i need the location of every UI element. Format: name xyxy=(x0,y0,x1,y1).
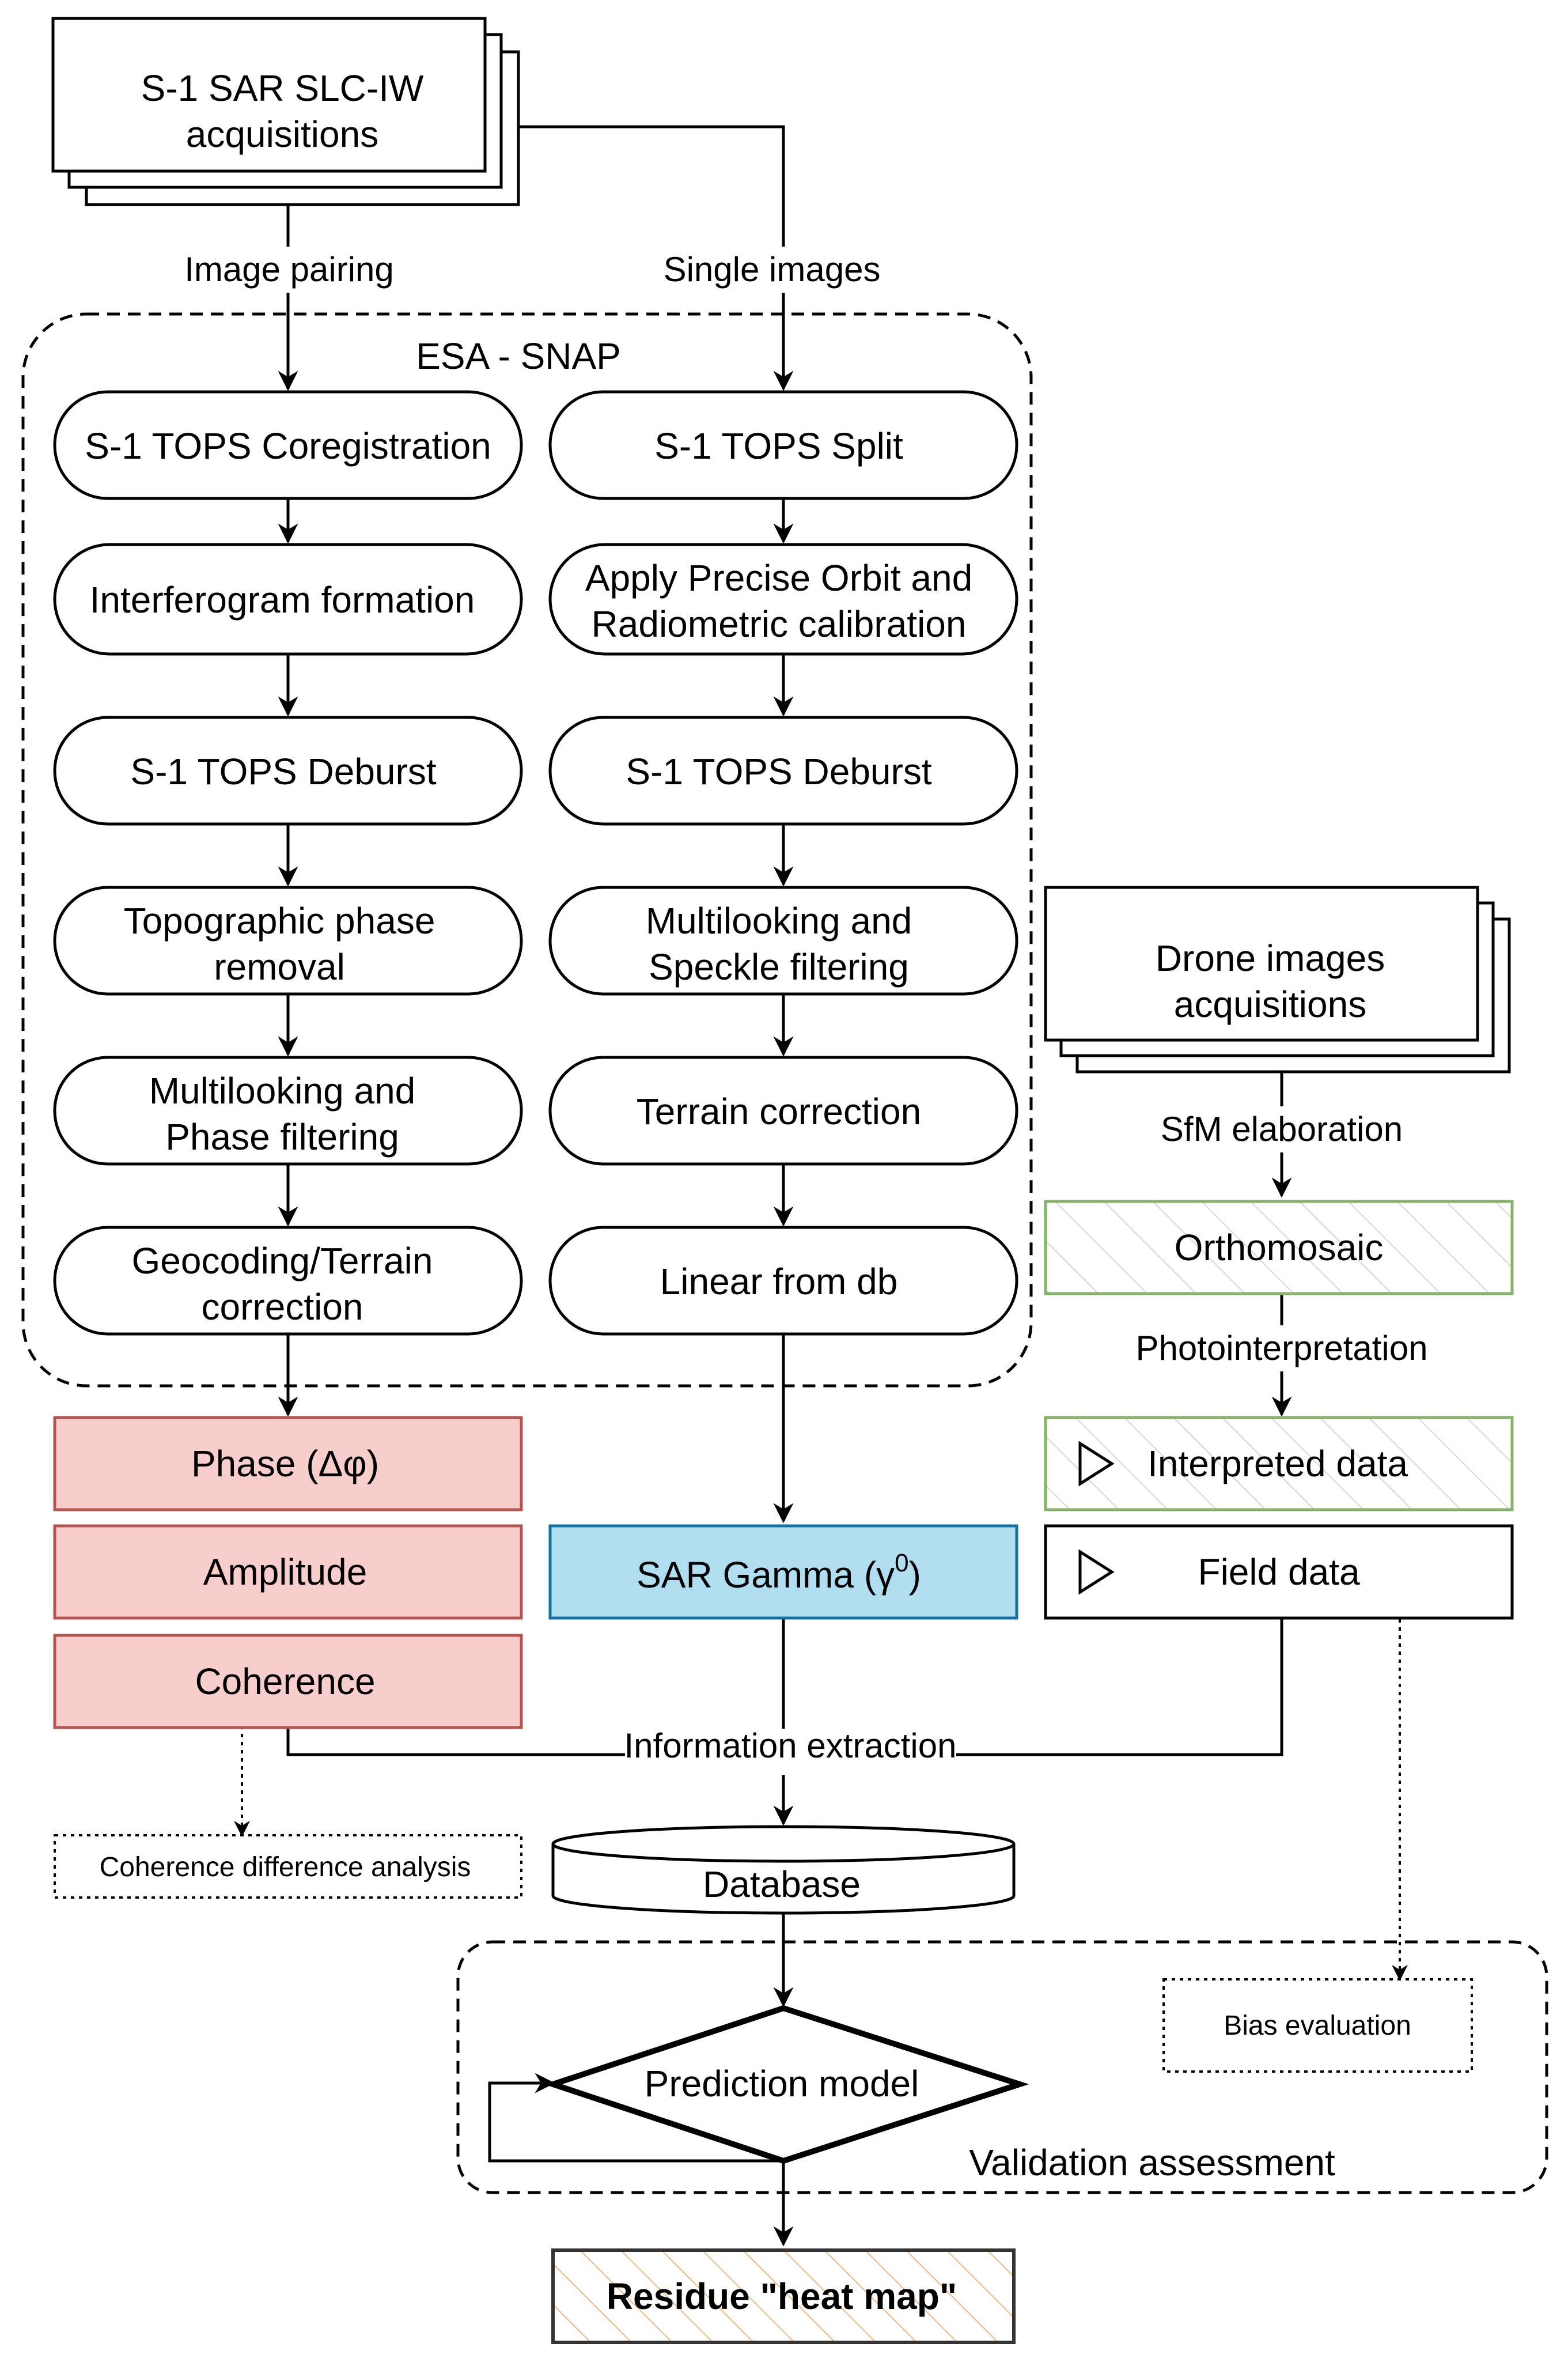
sar-gamma-text: SAR Gamma (γ xyxy=(637,1554,895,1596)
edge-prediction-loop xyxy=(488,2073,783,2163)
play-triangle-icon xyxy=(1078,1549,1115,1595)
label-photointerpretation-group: Photointerpretation xyxy=(1135,1325,1428,1371)
node-multilooking-speckle-filtering: Multilooking and Speckle filtering xyxy=(548,886,1018,996)
node-bias-evaluation-label: Bias evaluation xyxy=(1224,2010,1411,2041)
node-tops-deburst-left: S-1 TOPS Deburst xyxy=(53,716,523,826)
node-linear-from-db: Linear from db xyxy=(548,1226,1018,1336)
node-prediction-model-label: Prediction model xyxy=(645,2063,919,2104)
node-residue-heat-map: Residue "heat map" xyxy=(551,2248,1016,2344)
node-field-data-label: Field data xyxy=(1198,1551,1359,1593)
sar-acquisitions-line-2: acquisitions xyxy=(186,114,378,155)
drone-acquisitions-node: Drone images acquisitions xyxy=(1044,886,1511,1074)
node-sar-gamma-label: SAR Gamma (γ0) xyxy=(637,1549,921,1596)
drone-acquisitions-line-2: acquisitions xyxy=(1174,984,1366,1025)
validation-group xyxy=(456,1940,1548,2194)
label-image-pairing-group: Image pairing xyxy=(183,247,395,293)
node-topographic-phase-removal: Topographic phase removal xyxy=(53,886,523,996)
node-tops-split-label: S-1 TOPS Split xyxy=(654,425,903,467)
node-phase: Phase (Δφ) xyxy=(53,1416,523,1511)
node-tops-coregistration-label: S-1 TOPS Coregistration xyxy=(85,425,491,467)
label-single-images-group: Single images xyxy=(660,247,884,293)
node-multilooking-phase-filtering: Multilooking and Phase filtering xyxy=(53,1056,523,1166)
node-precise-orbit-calibration-line-2: Radiometric calibration xyxy=(592,603,967,645)
node-bias-evaluation: Bias evaluation xyxy=(1162,1978,1473,2073)
node-multilooking-speckle-filtering-line-2: Speckle filtering xyxy=(649,946,909,988)
node-tops-deburst-right: S-1 TOPS Deburst xyxy=(548,716,1018,826)
sar-gamma-superscript: 0 xyxy=(895,1549,908,1577)
node-phase-label: Phase (Δφ) xyxy=(191,1443,379,1484)
drone-acquisitions-line-1: Drone images xyxy=(1156,938,1385,979)
node-multilooking-phase-filtering-line-1: Multilooking and xyxy=(149,1070,416,1112)
node-tops-split: S-1 TOPS Split xyxy=(548,390,1018,500)
node-linear-from-db-label: Linear from db xyxy=(660,1261,898,1302)
node-coherence: Coherence xyxy=(53,1634,523,1729)
node-tops-deburst-right-label: S-1 TOPS Deburst xyxy=(626,751,931,792)
node-tops-coregistration: S-1 TOPS Coregistration xyxy=(53,390,523,500)
node-amplitude-label: Amplitude xyxy=(203,1551,368,1593)
node-orthomosaic: Orthomosaic xyxy=(1044,1200,1514,1295)
node-coherence-difference-analysis-label: Coherence difference analysis xyxy=(100,1852,471,1883)
label-single-images: Single images xyxy=(664,250,881,289)
sar-acquisitions-line-1: S-1 SAR SLC-IW xyxy=(141,67,424,109)
node-interpreted-data-label: Interpreted data xyxy=(1147,1443,1408,1484)
node-multilooking-phase-filtering-line-2: Phase filtering xyxy=(165,1116,399,1158)
label-information-extraction: Information extraction xyxy=(624,1726,957,1765)
node-coherence-difference-analysis: Coherence difference analysis xyxy=(54,1834,522,1899)
node-precise-orbit-calibration: Apply Precise Orbit and Radiometric cali… xyxy=(548,543,1018,656)
node-precise-orbit-calibration-line-1: Apply Precise Orbit and xyxy=(585,557,972,599)
node-topographic-phase-removal-line-2: removal xyxy=(214,946,345,988)
node-geocoding-terrain-correction: Geocoding/Terrain correction xyxy=(53,1226,523,1336)
node-prediction-model: Prediction model xyxy=(544,2005,1029,2164)
esa-snap-label: ESA - SNAP xyxy=(416,335,621,377)
node-multilooking-speckle-filtering-line-1: Multilooking and xyxy=(646,900,912,942)
edge-single-images xyxy=(518,125,794,391)
sar-acquisitions-node: S-1 SAR SLC-IW acquisitions xyxy=(51,17,520,206)
node-interferogram-formation-label: Interferogram formation xyxy=(90,579,475,621)
node-topographic-phase-removal-line-1: Topographic phase xyxy=(124,900,435,942)
node-terrain-correction-label: Terrain correction xyxy=(637,1091,921,1132)
node-tops-deburst-left-label: S-1 TOPS Deburst xyxy=(130,751,436,792)
label-information-extraction-group: Information extraction xyxy=(624,1726,957,1775)
esa-snap-group xyxy=(21,312,1033,1388)
node-residue-heat-map-label: Residue "heat map" xyxy=(607,2276,957,2317)
label-photointerpretation: Photointerpretation xyxy=(1135,1329,1427,1367)
node-sar-gamma: SAR Gamma (γ0) xyxy=(548,1524,1018,1620)
node-interpreted-data: Interpreted data xyxy=(1044,1416,1514,1511)
node-geocoding-terrain-correction-line-2: correction xyxy=(202,1286,363,1328)
edge-from-coherence xyxy=(286,1726,783,1756)
label-sfm-group: SfM elaboration xyxy=(1158,1106,1406,1152)
node-terrain-correction: Terrain correction xyxy=(548,1056,1018,1166)
node-field-data: Field data xyxy=(1044,1524,1514,1620)
label-image-pairing: Image pairing xyxy=(184,250,394,289)
node-geocoding-terrain-correction-line-1: Geocoding/Terrain xyxy=(132,1240,433,1282)
node-orthomosaic-label: Orthomosaic xyxy=(1175,1227,1384,1268)
sar-gamma-close: ) xyxy=(909,1554,921,1596)
label-sfm-elaboration: SfM elaboration xyxy=(1161,1110,1403,1148)
node-interferogram-formation: Interferogram formation xyxy=(53,543,523,656)
node-database-label: Database xyxy=(703,1864,861,1905)
node-amplitude: Amplitude xyxy=(53,1524,523,1620)
play-triangle-icon xyxy=(1078,1441,1115,1487)
node-database: Database xyxy=(551,1825,1016,1915)
node-coherence-label: Coherence xyxy=(195,1661,375,1702)
validation-label: Validation assessment xyxy=(969,2142,1335,2183)
